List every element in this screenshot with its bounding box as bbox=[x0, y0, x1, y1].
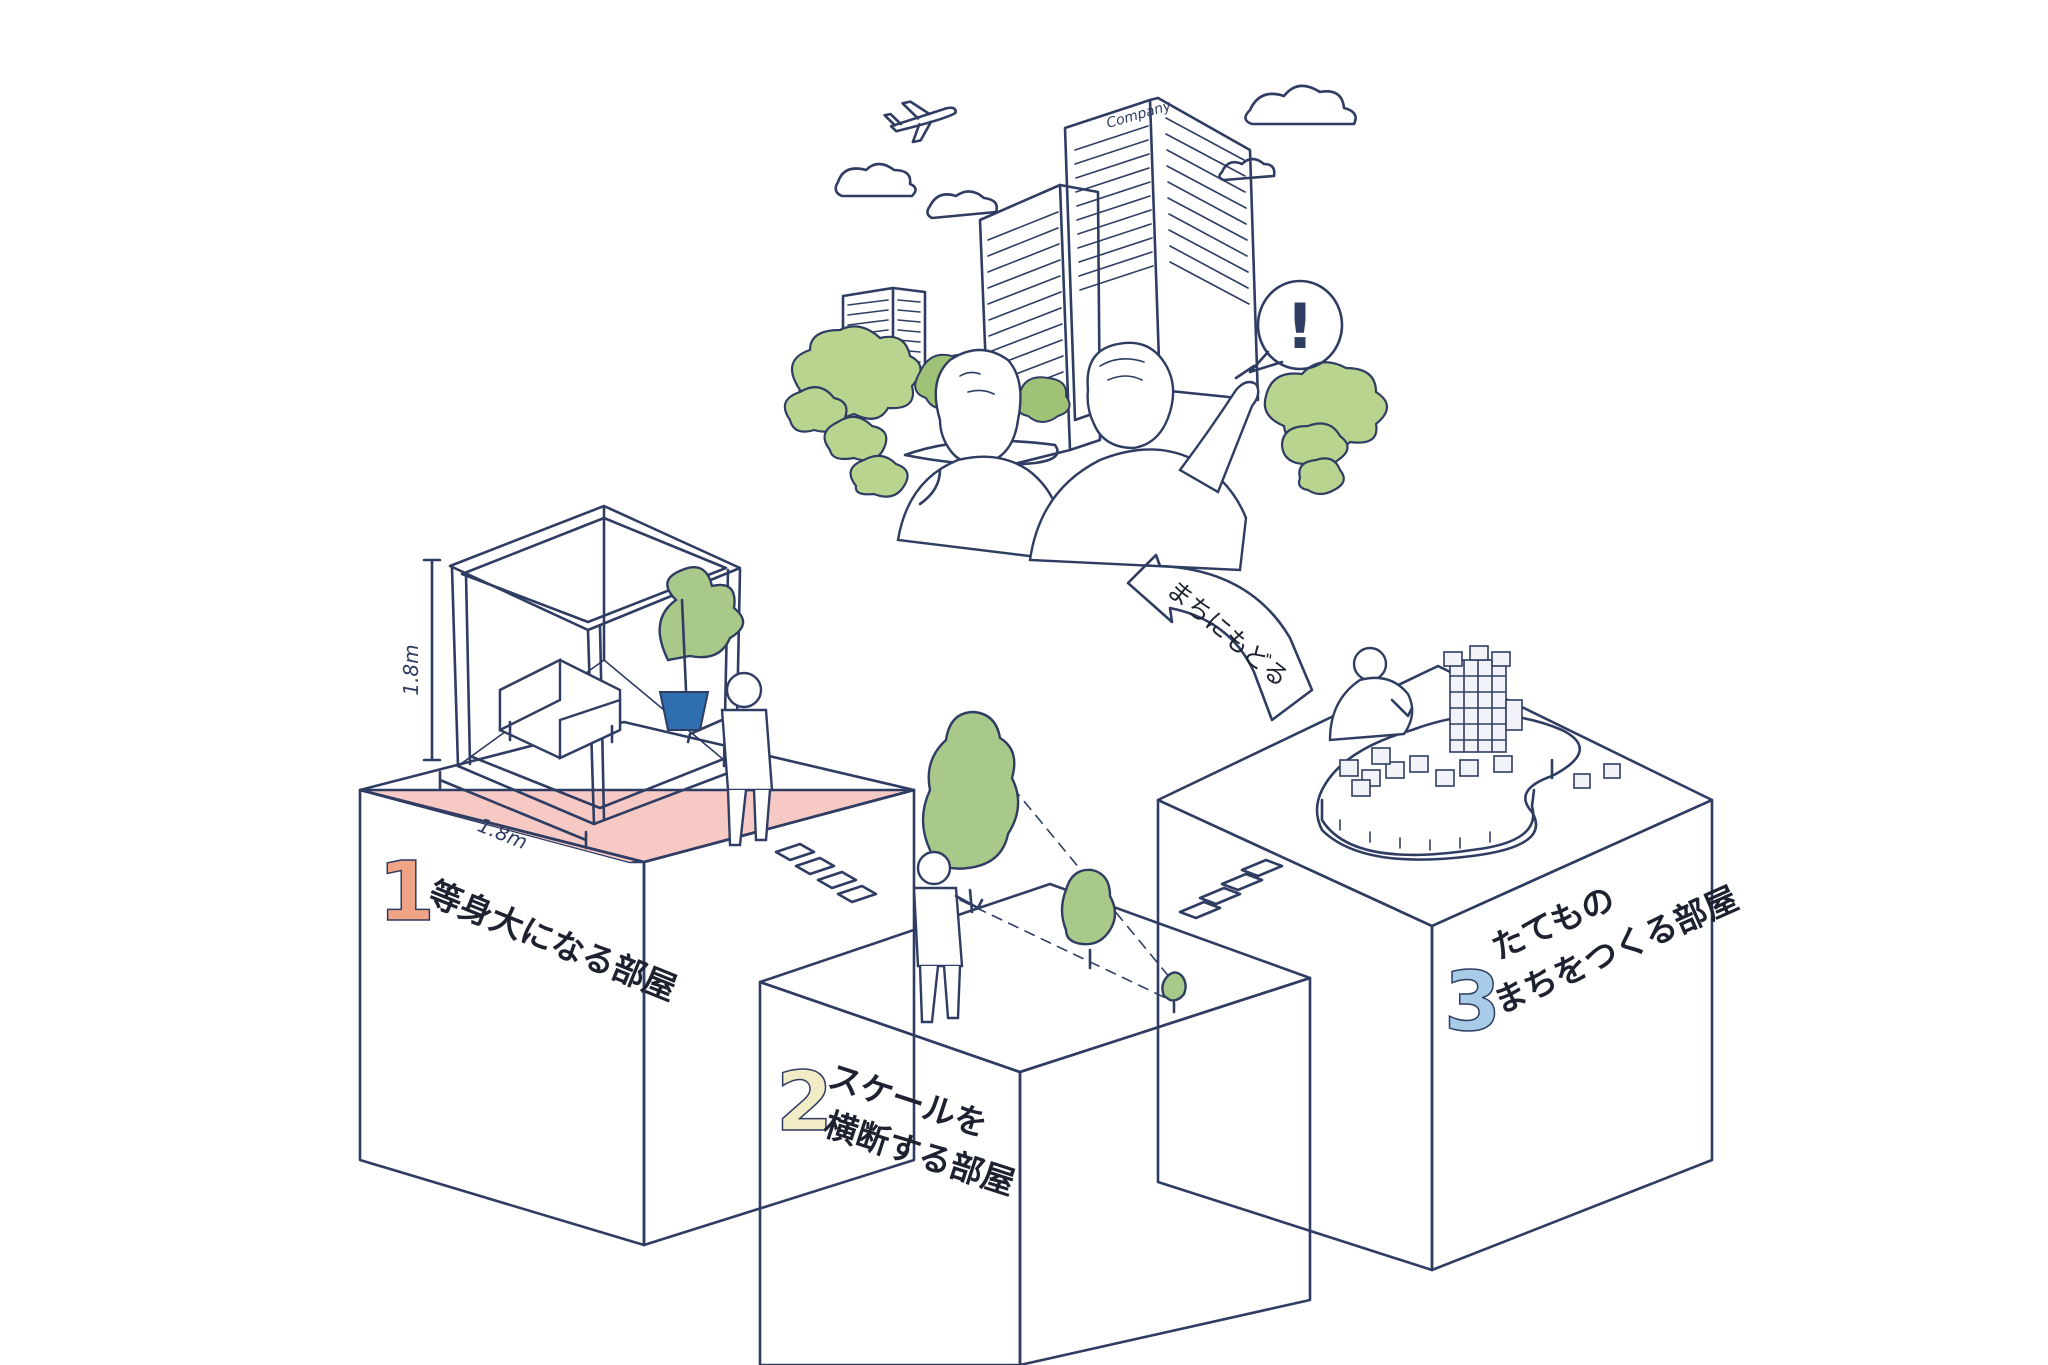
tree-icon bbox=[1161, 971, 1187, 1014]
model-table bbox=[1315, 713, 1581, 861]
small-blocks bbox=[1339, 747, 1621, 797]
person-standing-2 bbox=[912, 850, 984, 1024]
crosswalk-2 bbox=[1178, 858, 1284, 920]
cloud-icon bbox=[926, 190, 999, 220]
city-vignette: Company bbox=[783, 84, 1389, 572]
speech-bubble-text: ! bbox=[1286, 290, 1314, 363]
arrow-label: まちにもどる bbox=[1161, 574, 1294, 692]
cloud-icon bbox=[1218, 157, 1276, 182]
speech-bubble-icon: ! bbox=[1248, 279, 1344, 374]
person-pointing bbox=[1028, 341, 1260, 572]
person-building bbox=[1328, 646, 1414, 742]
person-standing-1 bbox=[686, 671, 774, 847]
return-to-city-arrow: まちにもどる bbox=[1126, 553, 1314, 722]
tree-icon bbox=[1060, 868, 1117, 970]
potted-plant-icon bbox=[658, 566, 745, 731]
room-3: 3 たてもの まちをつくる部屋 bbox=[1156, 645, 1744, 1272]
cloud-icon bbox=[1244, 84, 1357, 126]
room3-number: 3 bbox=[1444, 955, 1501, 1050]
room1-floor bbox=[358, 788, 916, 864]
glass-booth bbox=[448, 504, 742, 826]
dimension-height: 1.8m bbox=[399, 558, 442, 762]
sofa-icon bbox=[498, 658, 622, 760]
greenery-right bbox=[1263, 361, 1389, 496]
dimension-height-label: 1.8m bbox=[399, 644, 423, 695]
airplane-icon bbox=[883, 100, 957, 144]
room2-number: 2 bbox=[776, 1055, 833, 1150]
crosswalk-1 bbox=[774, 842, 878, 904]
room1-number: 1 bbox=[378, 845, 435, 940]
arrow-icon bbox=[1126, 553, 1314, 722]
cloud-icon bbox=[834, 162, 917, 198]
block-cube-icon bbox=[1443, 645, 1523, 753]
tree-icon bbox=[921, 710, 1020, 914]
